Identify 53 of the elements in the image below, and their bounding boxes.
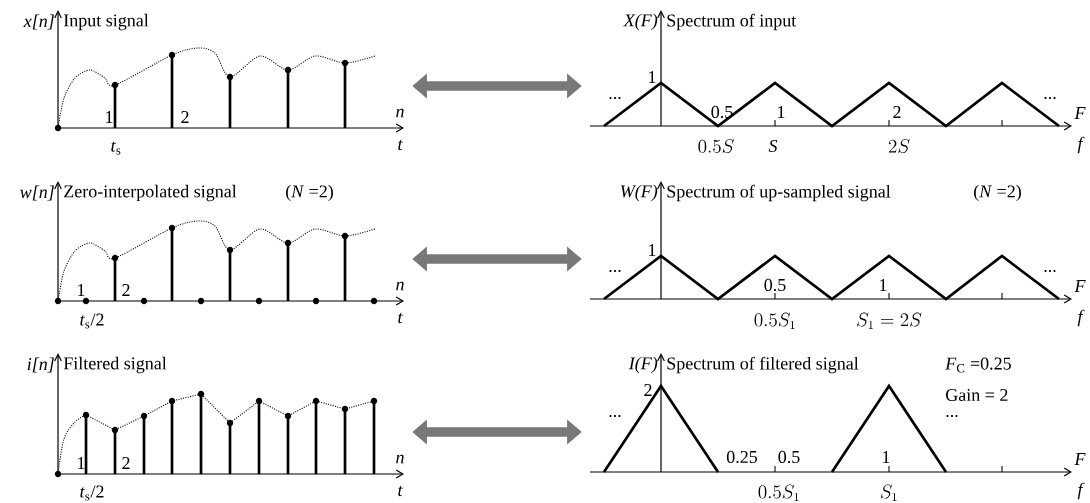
plot-title: Zero-interpolated signal (64, 184, 237, 202)
tick-label: 1 (106, 111, 113, 123)
tick-label: $S_{1}=2S$ (857, 312, 922, 329)
tick-label: 2 (122, 457, 130, 469)
parameter-label: (N =2) (974, 184, 1021, 202)
axis-label: i[n] (27, 357, 54, 373)
tick-label: S (768, 139, 778, 153)
tick-label: 1 (778, 106, 785, 118)
tick-label: 1 (649, 71, 656, 83)
axis-label: X(F) (623, 13, 658, 31)
filter-parameter: F$_{C}$ =0.25 (945, 357, 1011, 373)
axis-variable: n (396, 108, 404, 118)
tick-label: 1 (880, 279, 887, 291)
tick-label: t$_{s}$/2 (80, 313, 104, 329)
ellipsis: ... (609, 96, 621, 100)
filter-parameter: Gain = 2 (946, 388, 1008, 402)
plot-title: Filtered signal (63, 356, 167, 374)
tick-label: 1 (78, 284, 85, 296)
axis-label: I(F) (628, 356, 658, 374)
plot-title: Spectrum of input (667, 13, 797, 31)
axis-variable: f (1077, 136, 1085, 154)
axis-variable: t (398, 139, 403, 151)
tick-label: t$_{s}$ (111, 141, 121, 155)
plot-title: Spectrum of up-sampled signal (667, 184, 891, 202)
axis-label: x[n] (23, 14, 54, 30)
tick-label: 0.5 (778, 450, 800, 464)
tick-label: $2S$ (888, 139, 910, 153)
tick-label: 1 (78, 457, 85, 469)
axis-variable: n (396, 281, 404, 291)
tick-label: 2 (181, 111, 189, 123)
tick-label: 2 (893, 106, 901, 118)
axis-variable: t (398, 312, 403, 324)
tick-label: 2 (122, 284, 130, 296)
ellipsis: ... (609, 414, 621, 418)
tick-label: $0.5S_{1}$ (754, 312, 795, 329)
tick-label: 0.5 (764, 278, 786, 292)
tick-label: 1 (649, 244, 656, 256)
tick-label: 0.25 (726, 450, 758, 464)
parameter-label: (N =2) (286, 184, 333, 202)
ellipsis: ... (609, 269, 621, 273)
axis-variable: n (396, 454, 404, 464)
ellipsis: ... (1044, 269, 1056, 273)
axis-variable: f (1077, 309, 1085, 327)
ellipsis: ... (1044, 96, 1056, 100)
tick-label: 1 (883, 451, 890, 463)
plot-title: Spectrum of filtered signal (667, 356, 859, 374)
axis-variable: f (1077, 482, 1085, 500)
axis-label: W(F) (620, 184, 658, 202)
axis-label: w[n] (20, 185, 54, 201)
plot-title: Input signal (63, 13, 149, 31)
tick-label: 2 (644, 384, 652, 396)
ellipsis: ... (946, 414, 958, 418)
tick-label: $0.5S$ (698, 139, 734, 153)
